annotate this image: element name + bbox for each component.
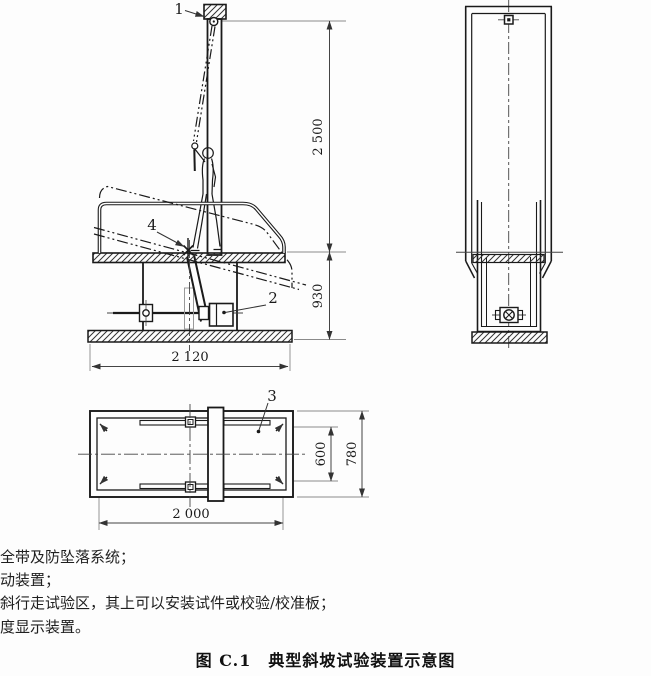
- part-labels: 1 2 3 4: [147, 0, 278, 434]
- pivot-cross: [182, 244, 194, 256]
- bolt-top: [184, 416, 197, 428]
- legend-line-4: 度显示装置。: [0, 617, 91, 636]
- coupling: [198, 305, 210, 321]
- platform-section: [472, 253, 545, 264]
- slope-test-rig-drawing: 2 500 930 2 120 600 780 2 000 1 2 3 4: [78, 0, 563, 530]
- dim-2000-label: 2 000: [172, 507, 209, 522]
- ground-slab-front: [471, 331, 548, 344]
- jack-housing: [184, 287, 194, 330]
- dim-780-label: 780: [345, 442, 360, 467]
- dim-600-label: 600: [314, 442, 329, 467]
- top-view: [78, 404, 369, 530]
- part-label-2: 2: [268, 289, 278, 307]
- dimensions: [91, 20, 365, 526]
- drive-motor: [208, 302, 234, 327]
- tilted-position-phantom: [93, 185, 307, 291]
- mast: [206, 18, 223, 256]
- part-label-3: 3: [267, 387, 277, 405]
- dim-2120-label: 2 120: [171, 350, 208, 365]
- front-view: [456, 0, 563, 349]
- lanyard: [192, 25, 216, 143]
- bolt-bottom: [184, 481, 197, 493]
- legend-line-3: 斜行走试验区，其上可以安装试件或校验/校准板；: [0, 594, 336, 613]
- legend-line-1: 全带及防坠落系统；: [0, 548, 136, 566]
- figure-caption: 图 C.1 典型斜坡试验装置示意图: [195, 651, 456, 670]
- side-view: [87, 3, 346, 371]
- handrail: [97, 201, 286, 253]
- test-mannequin: [190, 147, 222, 252]
- walking-platform: [92, 252, 286, 264]
- legend-line-2: 动装置；: [0, 571, 61, 590]
- corner-marks: [99, 423, 284, 485]
- screw-bearing: [492, 306, 526, 324]
- dim-2500-label: 2 500: [311, 118, 326, 155]
- mast-cap: [203, 3, 227, 20]
- ground-slab: [87, 329, 293, 343]
- carabiner: [191, 142, 199, 150]
- figure-legend: 全带及防坠落系统； 动装置； 斜行走试验区，其上可以安装试件或校验/校准板； 度…: [0, 546, 335, 639]
- part-label-1: 1: [174, 0, 184, 18]
- part-label-4: 4: [147, 216, 157, 234]
- dim-930-label: 930: [311, 284, 326, 309]
